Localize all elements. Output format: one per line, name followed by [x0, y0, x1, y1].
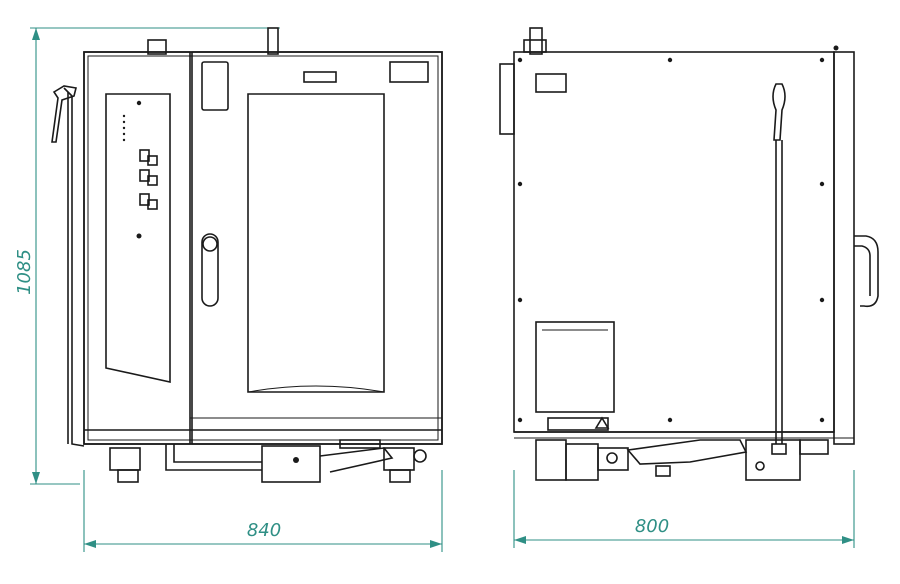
- height-dimension: 1085: [14, 27, 280, 485]
- side-base-components: [514, 431, 854, 481]
- side-chimney-pipe: [529, 27, 543, 55]
- side-hand-shower: [771, 83, 787, 455]
- front-housing: [83, 51, 443, 445]
- chimney-pipe: [267, 27, 279, 55]
- door-nameplate: [389, 61, 429, 83]
- front-width-dimension: 840: [83, 470, 443, 552]
- door-badge: [303, 71, 337, 83]
- front-width-dimension-label: 840: [247, 520, 281, 541]
- side-view: [499, 27, 879, 481]
- side-depth-dimension-label: 800: [635, 516, 669, 537]
- front-base-components: [109, 439, 427, 483]
- side-door-handle: [854, 235, 879, 308]
- side-depth-dimension: 800: [513, 470, 855, 548]
- height-dimension-label: 1085: [14, 249, 35, 295]
- control-panel: [83, 51, 191, 445]
- door-label-plate: [201, 61, 229, 111]
- side-rivets: [517, 45, 839, 423]
- side-warning-label: [535, 321, 615, 413]
- side-housing: [513, 51, 835, 433]
- side-door-edge: [833, 51, 855, 445]
- steam-vent: [147, 39, 167, 55]
- side-back-panel: [499, 63, 515, 135]
- control-panel-window: [105, 93, 171, 383]
- door-handle: [201, 233, 219, 307]
- hand-shower-hose: [51, 85, 85, 447]
- oven-door: [191, 51, 443, 445]
- front-view: [51, 27, 443, 483]
- side-label-plate: [535, 73, 567, 93]
- door-window: [247, 93, 385, 393]
- control-knobs: [139, 149, 158, 210]
